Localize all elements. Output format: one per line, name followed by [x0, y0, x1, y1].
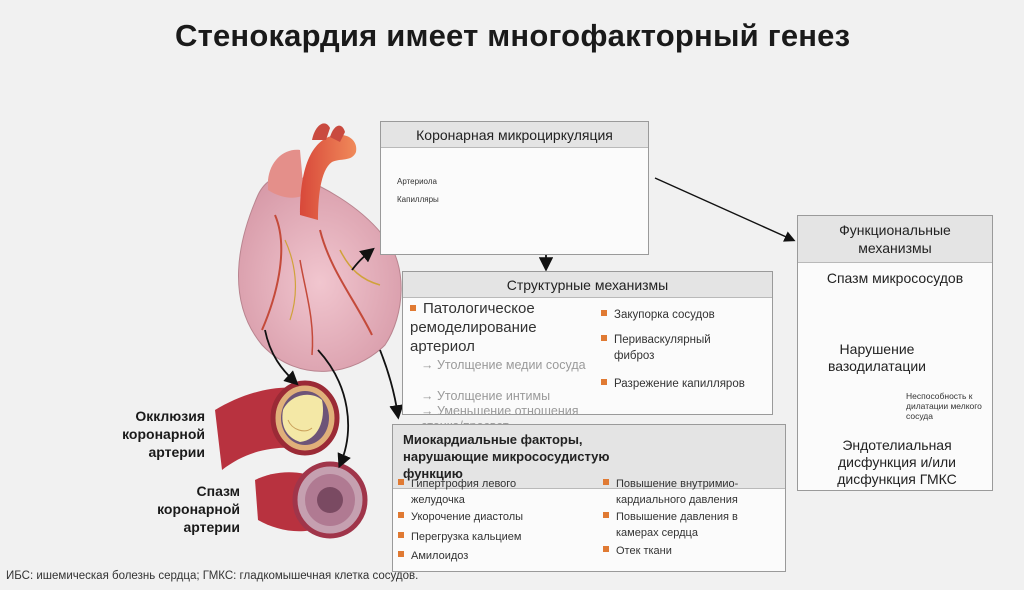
spasm-label: Спазм коронарной артерии	[157, 483, 240, 535]
bullet-icon	[398, 479, 404, 485]
myo-left-item-3: Перегрузка кальцием	[398, 529, 583, 545]
microcirculation-title: Коронарная микроциркуляция	[381, 122, 648, 148]
vasodilation-label: Нарушение вазодилатации	[828, 341, 926, 374]
arteriole-label: Артериола	[397, 177, 437, 186]
bullet-icon	[410, 305, 416, 311]
spasm-artery-illustration	[255, 461, 368, 539]
myo-left-item-2: Укорочение диастолы	[398, 509, 583, 525]
occlusion-label: Окклюзия коронарной артерии	[122, 408, 205, 460]
heart-illustration	[237, 123, 402, 372]
remodeling-item: Патологическое ремоделирование артериол	[410, 300, 537, 355]
bullet-icon	[601, 379, 607, 385]
myo-right-item-2: Повышение давления в камерах сердца	[603, 509, 768, 541]
functional-title: Функциональные механизмы	[798, 216, 992, 263]
sub-item-media: → Утолщение медии сосуда	[421, 358, 586, 372]
bullet-icon	[398, 512, 404, 518]
struct-right-item-3: Разрежение капилляров	[601, 376, 771, 392]
microvessel-spasm-label: Спазм микрососудов	[826, 270, 964, 286]
struct-right-item-1: Закупорка сосудов	[601, 307, 766, 323]
structural-mechanisms-box: Структурные механизмы	[402, 271, 773, 415]
inability-note: Неспособность к дилатации мелкого сосуда	[906, 391, 982, 421]
myo-left-item-4: Амилоидоз	[398, 548, 583, 564]
bullet-icon	[398, 532, 404, 538]
occluded-artery-illustration	[215, 380, 340, 470]
myo-left-item-1: Гипертрофия левого желудочка	[398, 476, 543, 508]
connector-arrows	[264, 177, 796, 469]
functional-mechanisms-box: Функциональные механизмы	[797, 215, 993, 491]
structural-title: Структурные механизмы	[403, 272, 772, 298]
struct-right-item-2: Периваскулярный фиброз	[601, 332, 736, 364]
footnote: ИБС: ишемическая болезнь сердца; ГМКС: г…	[6, 570, 419, 582]
capillaries-label: Капилляры	[397, 195, 439, 204]
myo-right-item-1: Повышение внутримио-кардиального давлени…	[603, 476, 768, 508]
bullet-icon	[601, 310, 607, 316]
myocardial-factors-box: Миокардиальные факторы, нарушающие микро…	[392, 424, 786, 572]
myocardial-title: Миокардиальные факторы, нарушающие микро…	[393, 425, 785, 489]
microcirculation-box: Коронарная микроциркуляция	[380, 121, 649, 255]
bullet-icon	[398, 551, 404, 557]
bullet-icon	[603, 479, 609, 485]
sub-item-intima: → Утолщение интимы	[421, 389, 551, 403]
bullet-icon	[603, 512, 609, 518]
page-title: Стенокардия имеет многофакторный генез	[175, 18, 851, 53]
myo-right-item-3: Отек ткани	[603, 543, 768, 559]
bullet-icon	[603, 546, 609, 552]
bullet-icon	[601, 335, 607, 341]
endothelial-label: Эндотелиальная дисфункция и/или дисфункц…	[837, 437, 957, 487]
